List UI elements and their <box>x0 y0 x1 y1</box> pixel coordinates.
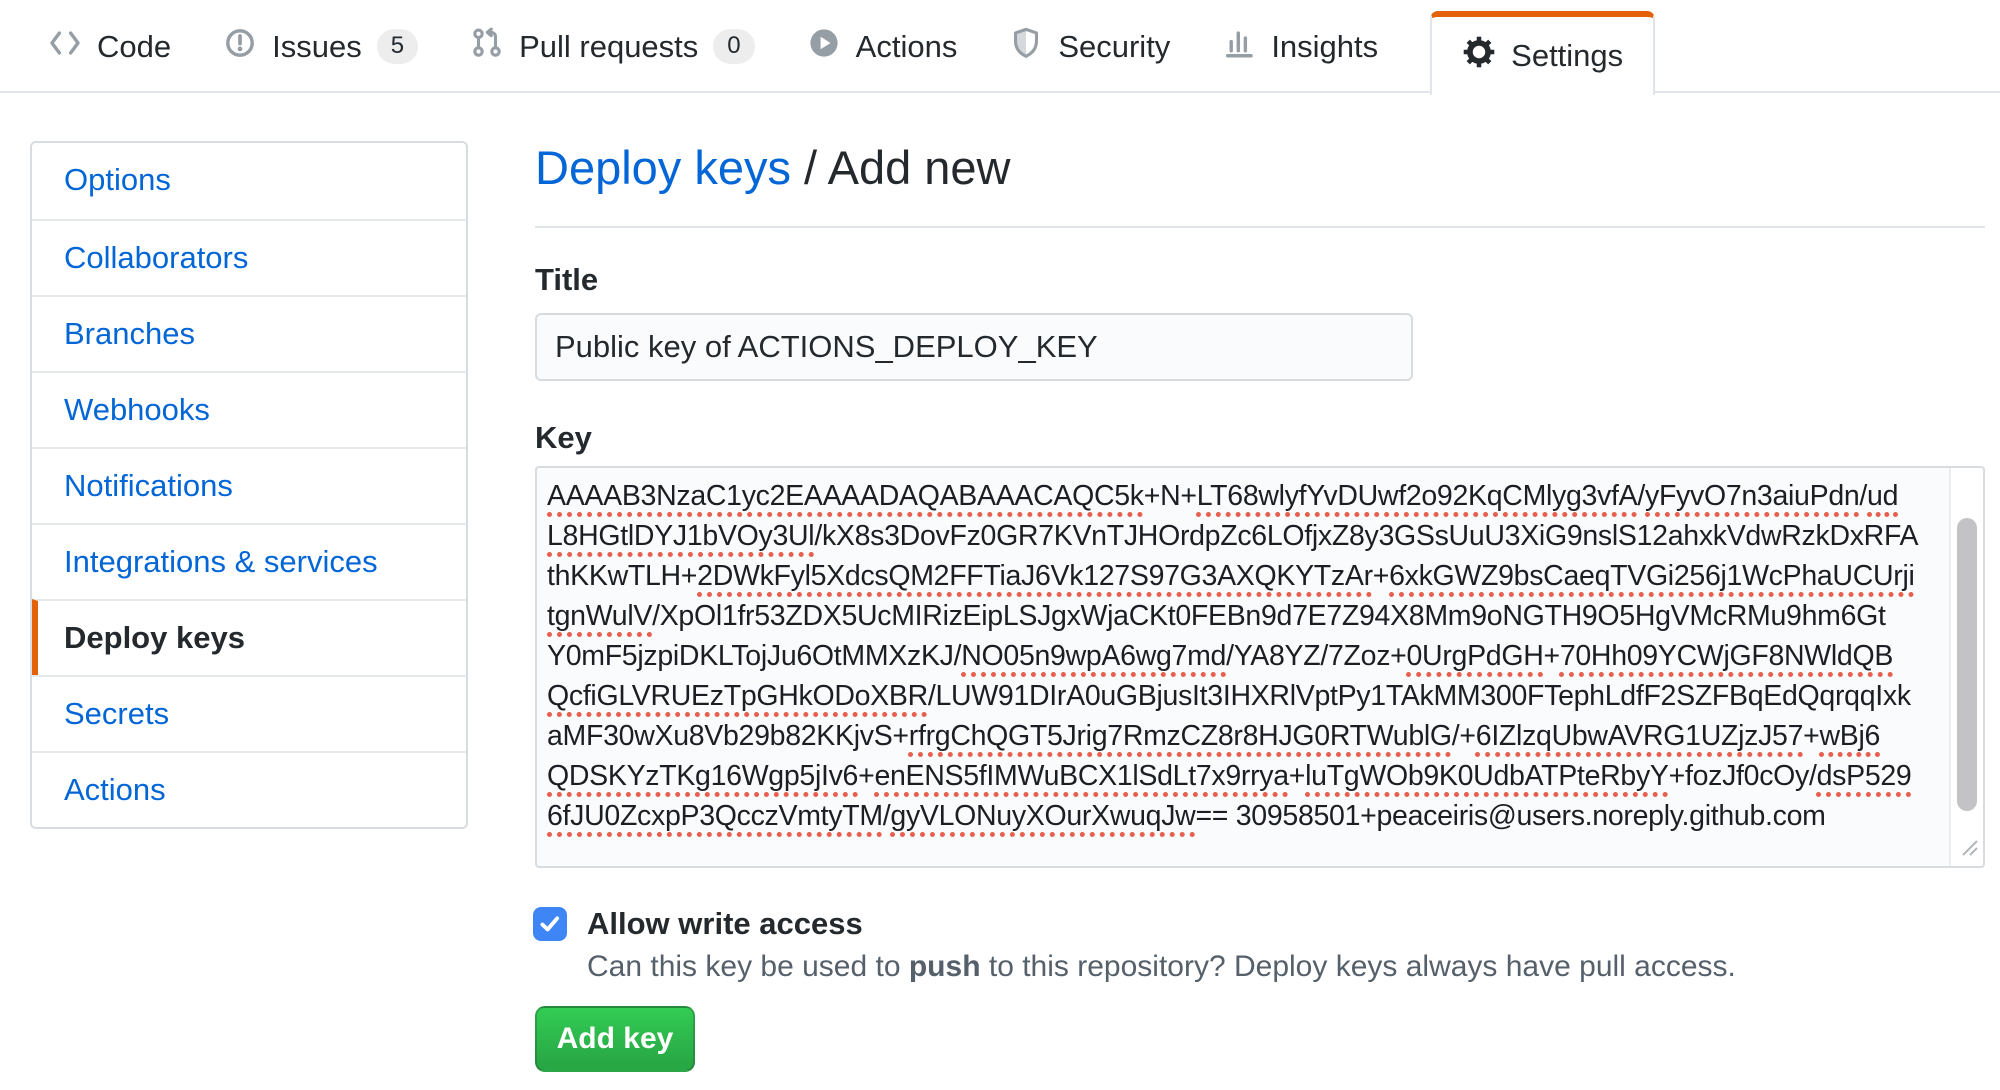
sidebar-item-integrations-services[interactable]: Integrations & services <box>32 523 466 599</box>
title-input[interactable] <box>535 313 1413 381</box>
sidebar-item-options[interactable]: Options <box>32 143 466 219</box>
allow-write-access-checkbox[interactable] <box>533 907 567 941</box>
key-field-label: Key <box>535 420 592 455</box>
nav-item-label: Actions <box>855 28 958 64</box>
nav-item-actions[interactable]: Actions <box>807 0 958 93</box>
nav-item-label: Code <box>97 28 172 64</box>
breadcrumb-current: Add new <box>827 141 1011 194</box>
issue-opened-icon <box>223 26 257 68</box>
nav-item-label: Security <box>1058 28 1171 64</box>
git-pull-request-icon <box>470 26 504 68</box>
breadcrumb-deploy-keys-link[interactable]: Deploy keys <box>535 141 791 194</box>
sidebar-item-secrets[interactable]: Secrets <box>32 675 466 751</box>
textarea-resize-handle[interactable] <box>1955 833 1981 864</box>
allow-write-access-row: Allow write access <box>533 906 863 942</box>
allow-write-access-description: Can this key be used to push to this rep… <box>587 950 1736 983</box>
pull-requests-count-badge: 0 <box>713 29 755 64</box>
play-icon <box>807 26 841 68</box>
nav-item-issues[interactable]: Issues 5 <box>223 0 419 93</box>
heading-divider <box>535 226 1985 228</box>
code-icon <box>48 26 82 68</box>
sidebar-item-notifications[interactable]: Notifications <box>32 447 466 523</box>
allow-write-access-label[interactable]: Allow write access <box>587 906 863 941</box>
sidebar-item-collaborators[interactable]: Collaborators <box>32 219 466 295</box>
nav-item-label: Issues <box>272 28 362 64</box>
title-field-label: Title <box>535 262 599 297</box>
key-scrollbar-track[interactable] <box>1949 468 1983 866</box>
key-textarea[interactable]: AAAAB3NzaC1yc2EAAAADAQABAAACAQC5k+N+LT68… <box>535 466 1985 868</box>
nav-item-label: Settings <box>1511 38 1624 73</box>
nav-item-pull-requests[interactable]: Pull requests 0 <box>470 0 755 93</box>
sidebar-item-deploy-keys[interactable]: Deploy keys <box>32 599 466 675</box>
repo-nav: Code Issues 5 Pull requests 0 Actions Se… <box>0 0 2000 95</box>
nav-tab-settings[interactable]: Settings <box>1430 11 1656 95</box>
nav-item-security[interactable]: Security <box>1009 0 1170 93</box>
page-title-breadcrumb: Deploy keys / Add new <box>535 140 1011 195</box>
sidebar-item-branches[interactable]: Branches <box>32 295 466 371</box>
nav-item-insights[interactable]: Insights <box>1222 0 1378 93</box>
issues-count-badge: 5 <box>376 29 419 64</box>
sidebar-item-webhooks[interactable]: Webhooks <box>32 371 466 447</box>
graph-icon <box>1222 26 1256 68</box>
key-textarea-content: AAAAB3NzaC1yc2EAAAADAQABAAACAQC5k+N+LT68… <box>547 480 1919 832</box>
sidebar-item-actions[interactable]: Actions <box>32 751 466 827</box>
shield-icon <box>1009 26 1043 68</box>
nav-item-label: Pull requests <box>519 28 699 64</box>
key-scrollbar-thumb[interactable] <box>1957 518 1977 811</box>
nav-item-label: Insights <box>1271 28 1379 64</box>
gear-icon <box>1462 35 1496 77</box>
breadcrumb-separator: / <box>791 141 828 194</box>
add-key-button[interactable]: Add key <box>535 1006 695 1072</box>
nav-item-code[interactable]: Code <box>48 0 171 93</box>
